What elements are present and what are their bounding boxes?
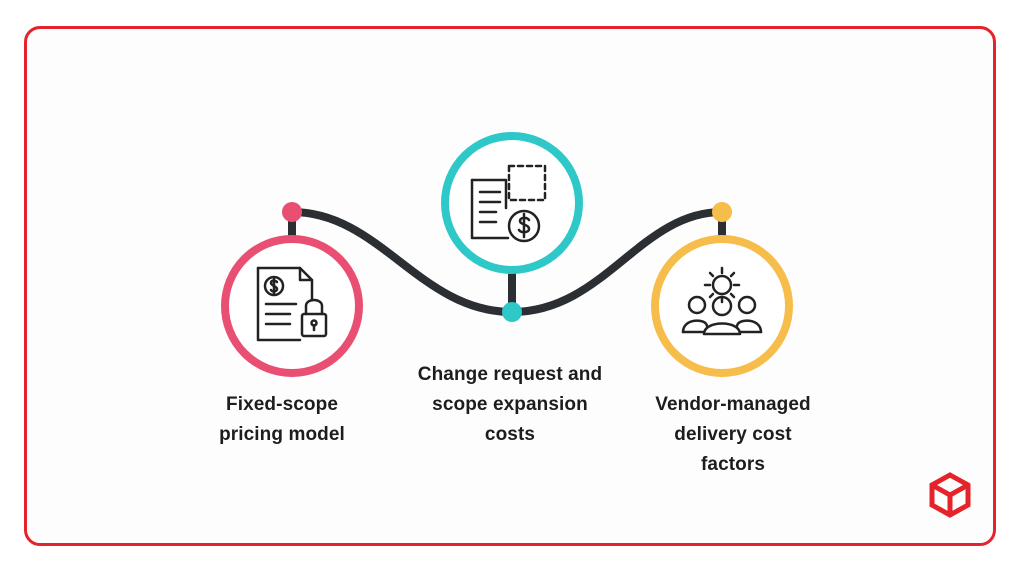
stage-label-line: Change request and: [417, 364, 603, 385]
document-dollar-icon: [470, 164, 547, 243]
stage-label-line: costs: [484, 424, 536, 445]
stage-label-fixed: Fixed-scope pricing model: [192, 390, 372, 450]
stage-label-line: factors: [700, 454, 766, 475]
node-dot-change: [502, 302, 522, 322]
stage-label-line: delivery cost: [674, 424, 792, 445]
cube-logo-icon: [929, 472, 971, 518]
stage-circle-fixed: [221, 235, 363, 377]
stage-circle-change: [441, 132, 583, 274]
node-dot-vendor: [712, 202, 732, 222]
stage-label-line: pricing model: [219, 424, 345, 445]
stage-label-change: Change request and scope expansion costs: [400, 360, 620, 450]
stage-circle-vendor: [651, 235, 793, 377]
stage-label-line: Fixed-scope: [226, 394, 338, 415]
stage-label-line: scope expansion: [432, 394, 588, 415]
document-lock-icon: [256, 266, 328, 342]
team-gear-icon: [681, 266, 763, 336]
stage-label-line: Vendor-managed: [655, 394, 811, 415]
stage-label-vendor: Vendor-managed delivery cost factors: [628, 390, 838, 480]
node-dot-fixed: [282, 202, 302, 222]
